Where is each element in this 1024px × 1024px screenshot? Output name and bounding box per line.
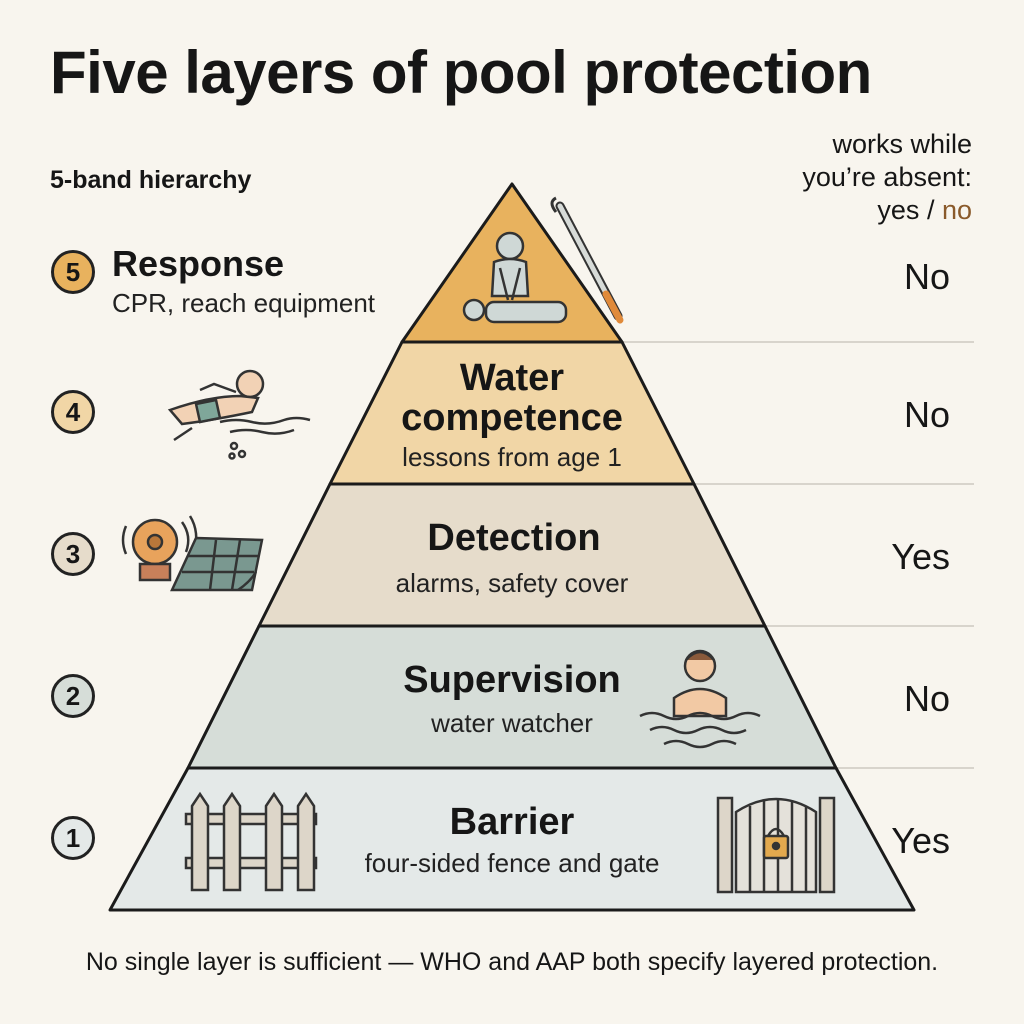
- page-title: Five layers of pool protection: [50, 39, 872, 106]
- layer-5-answer: No: [903, 256, 950, 297]
- locked-gate-icon: [716, 796, 836, 894]
- legend: works while you’re absent: yes / no: [802, 128, 972, 227]
- layer-2-badge: 2: [51, 674, 95, 718]
- layer-2-title: Supervision: [403, 659, 621, 701]
- supervisor-in-water-icon: [639, 649, 761, 749]
- layer-1-subtitle: four-sided fence and gate: [364, 848, 660, 878]
- layer-4-title: Water competence: [401, 357, 623, 439]
- layer-3-answer: Yes: [891, 536, 950, 577]
- legend-no: no: [941, 195, 972, 225]
- footer-note: No single layer is sufficient — WHO and …: [85, 948, 939, 976]
- alarm-bell-icon: [121, 515, 198, 582]
- layer-2-subtitle: water watcher: [431, 708, 593, 738]
- layer-5-badge: 5: [51, 250, 95, 294]
- legend-values: yes / no: [802, 194, 972, 227]
- layer-4-answer: No: [903, 394, 950, 435]
- layer-1-title: Barrier: [449, 801, 575, 843]
- layer-3-badge: 3: [51, 532, 95, 576]
- reach-pole-icon: [550, 196, 624, 324]
- layer-4-badge: 4: [51, 390, 95, 434]
- swimmer-icon: [167, 369, 311, 460]
- row-separators: [622, 341, 974, 769]
- layer-3-title: Detection: [427, 517, 601, 559]
- legend-line-2: you’re absent:: [802, 162, 972, 192]
- layer-1-answer: Yes: [891, 820, 950, 861]
- layer-1-badge: 1: [51, 816, 95, 860]
- cpr-icon: [462, 231, 568, 324]
- layer-5-title: Response: [112, 243, 285, 284]
- fence-icon: [184, 791, 318, 892]
- layer-4-subtitle: lessons from age 1: [402, 442, 622, 472]
- legend-yes: yes: [877, 195, 920, 225]
- safety-cover-icon: [170, 536, 264, 592]
- legend-line-1: works while: [832, 129, 972, 159]
- layer-3-subtitle: alarms, safety cover: [395, 568, 629, 598]
- layer-2-answer: No: [903, 678, 950, 719]
- legend-separator: /: [919, 195, 942, 225]
- layer-5-subtitle: CPR, reach equipment: [112, 288, 376, 318]
- diagram-subtitle: 5-band hierarchy: [50, 166, 252, 194]
